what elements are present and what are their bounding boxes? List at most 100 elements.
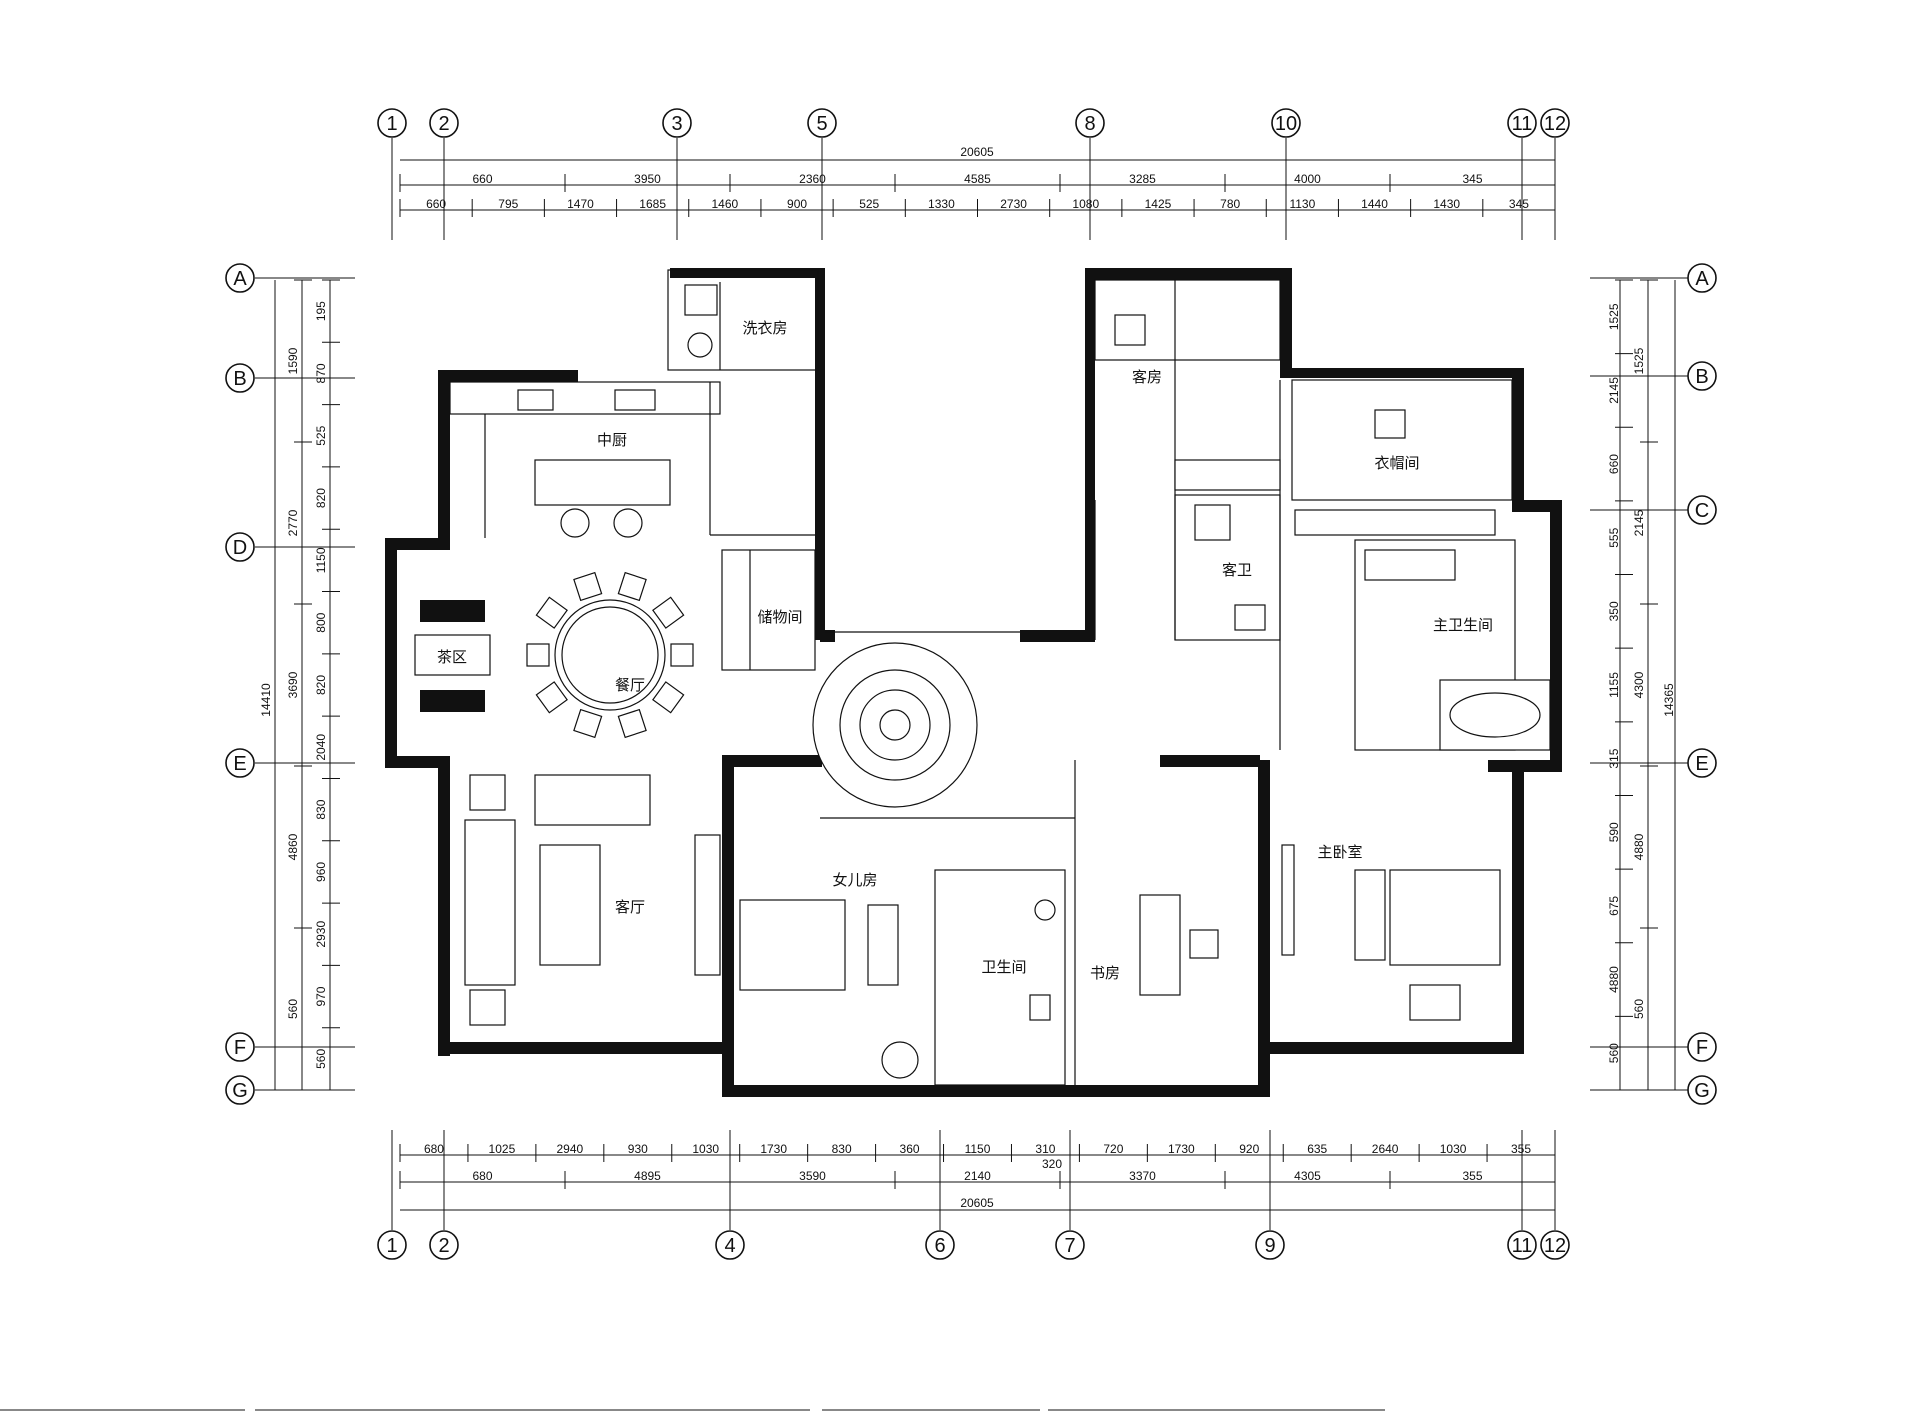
grid-bubble-left: A: [225, 263, 255, 293]
dim-value: 820: [314, 488, 328, 508]
svg-text:5: 5: [816, 113, 827, 135]
grid-bubble-left: F: [225, 1032, 255, 1062]
dim-value: 1030: [1440, 1142, 1467, 1156]
dim-value: 1440: [1361, 197, 1388, 211]
study-desk: [1139, 894, 1181, 996]
dim-value: 660: [426, 197, 446, 211]
bottom-extra-dim: 320: [1042, 1157, 1062, 1171]
bathtub: [1439, 679, 1551, 751]
dim-value: 590: [1607, 822, 1621, 842]
dim-value: 2145: [1632, 509, 1646, 536]
room-label-kitchen: 中厨: [597, 432, 627, 449]
dim-value: 2640: [1372, 1142, 1399, 1156]
svg-text:G: G: [1694, 1080, 1710, 1102]
dim-value: 525: [859, 197, 879, 211]
dim-value: 355: [1462, 1169, 1482, 1183]
dim-value: 2145: [1607, 377, 1621, 404]
dim-value: 3590: [799, 1169, 826, 1183]
dim-value: 1425: [1145, 197, 1172, 211]
svg-text:2: 2: [438, 113, 449, 135]
dim-value: 555: [1607, 527, 1621, 547]
dim-value: 1150: [965, 1142, 991, 1156]
room-label-master-bed: 主卧室: [1317, 844, 1362, 861]
svg-text:11: 11: [1512, 113, 1533, 135]
room-label-dining: 餐厅: [615, 677, 645, 694]
grid-bubble-right: C: [1687, 495, 1717, 525]
svg-text:6: 6: [934, 1235, 945, 1257]
dim-value: 1590: [286, 347, 300, 374]
dim-value: 1155: [1607, 672, 1621, 698]
grid-bubble-bottom: 4: [715, 1230, 745, 1260]
grid-bubble-bottom: 1: [377, 1230, 407, 1260]
room-label-bath: 卫生间: [981, 959, 1026, 976]
dim-value: 635: [1307, 1142, 1327, 1156]
dim-value: 4585: [964, 172, 991, 186]
grid-bubble-right: E: [1687, 748, 1717, 778]
dim-value: 720: [1103, 1142, 1123, 1156]
sink-icon: [517, 389, 554, 411]
room-label-storage: 储物间: [757, 609, 802, 626]
grid-bubble-top: 12: [1540, 108, 1570, 138]
dim-value: 310: [1035, 1142, 1055, 1156]
dim-value: 4000: [1294, 172, 1321, 186]
medallion-rug: [812, 642, 978, 808]
dining-chair: [670, 643, 694, 667]
dim-value: 900: [787, 197, 807, 211]
grid-bubble-right: A: [1687, 263, 1717, 293]
grid-bubble-left: E: [225, 748, 255, 778]
dim-value: 820: [314, 675, 328, 695]
room-label-master-bath: 主卫生间: [1433, 617, 1493, 634]
dim-value: 1025: [489, 1142, 516, 1156]
dim-value: 1030: [692, 1142, 719, 1156]
dim-value: 660: [472, 172, 492, 186]
grid-bubble-left: G: [225, 1075, 255, 1105]
dim-value: 360: [900, 1142, 920, 1156]
dim-value: 525: [314, 425, 328, 445]
dim-value: 1685: [639, 197, 666, 211]
svg-text:F: F: [1696, 1037, 1708, 1059]
dim-value: 4305: [1294, 1169, 1321, 1183]
dim-value: 3285: [1129, 172, 1156, 186]
dim-value: 3950: [634, 172, 661, 186]
svg-text:D: D: [233, 537, 247, 559]
dim-value: 2770: [286, 509, 300, 536]
dim-value: 870: [314, 363, 328, 383]
dim-value: 960: [314, 862, 328, 882]
dim-value: 1430: [1433, 197, 1460, 211]
dim-value: 830: [314, 799, 328, 819]
dim-value: 315: [1607, 748, 1621, 768]
svg-text:A: A: [1695, 268, 1709, 290]
dim-value: 1730: [1168, 1142, 1195, 1156]
dim-value: 675: [1607, 896, 1621, 916]
grid-bubble-top: 10: [1271, 108, 1301, 138]
grid-bubble-top: 1: [377, 108, 407, 138]
grid-bubble-bottom: 9: [1255, 1230, 1285, 1260]
dim-value: 2940: [557, 1142, 584, 1156]
grid-bubble-bottom: 7: [1055, 1230, 1085, 1260]
svg-text:11: 11: [1512, 1235, 1533, 1257]
dim-value: 795: [498, 197, 518, 211]
bottom-total-dim: 20605: [960, 1196, 994, 1210]
dim-value: 660: [1607, 454, 1621, 474]
dim-value: 2140: [964, 1169, 991, 1183]
svg-text:B: B: [233, 368, 246, 390]
room-label-study: 书房: [1090, 965, 1120, 982]
room-label-daughter: 女儿房: [832, 871, 877, 889]
dining-chair: [526, 643, 550, 667]
dim-value: 780: [1220, 197, 1240, 211]
svg-text:1: 1: [386, 113, 397, 135]
dim-value: 3690: [286, 671, 300, 698]
dim-value: 560: [286, 999, 300, 1019]
dim-value: 1525: [1607, 303, 1621, 330]
dim-value: 2360: [799, 172, 826, 186]
dim-value: 560: [314, 1049, 328, 1069]
dim-value: 680: [472, 1169, 492, 1183]
dim-value: 1460: [711, 197, 738, 211]
grid-bubble-top: 2: [429, 108, 459, 138]
dining-chair: [573, 708, 603, 739]
